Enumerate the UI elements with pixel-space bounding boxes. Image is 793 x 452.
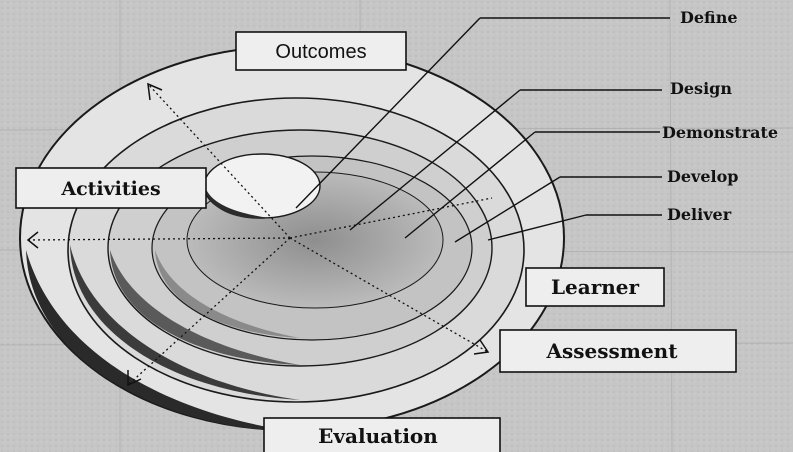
stage-label-demonstrate: Demonstrate	[662, 123, 778, 142]
assessment-label: Assessment	[546, 339, 679, 363]
outcomes-label: Outcomes	[275, 41, 366, 63]
stage-label-design: Design	[670, 79, 732, 98]
outcomes-box: Outcomes	[236, 32, 406, 70]
evaluation-label: Evaluation	[318, 424, 438, 448]
assessment-box: Assessment	[500, 330, 736, 372]
activities-box: Activities	[16, 168, 206, 208]
stage-label-develop: Develop	[667, 167, 738, 186]
stage-label-define: Define	[680, 8, 738, 27]
evaluation-box: Evaluation	[264, 418, 500, 452]
learner-box: Learner	[526, 268, 664, 306]
learner-label: Learner	[551, 275, 640, 299]
stage-label-deliver: Deliver	[667, 205, 732, 224]
activities-label: Activities	[60, 178, 160, 200]
